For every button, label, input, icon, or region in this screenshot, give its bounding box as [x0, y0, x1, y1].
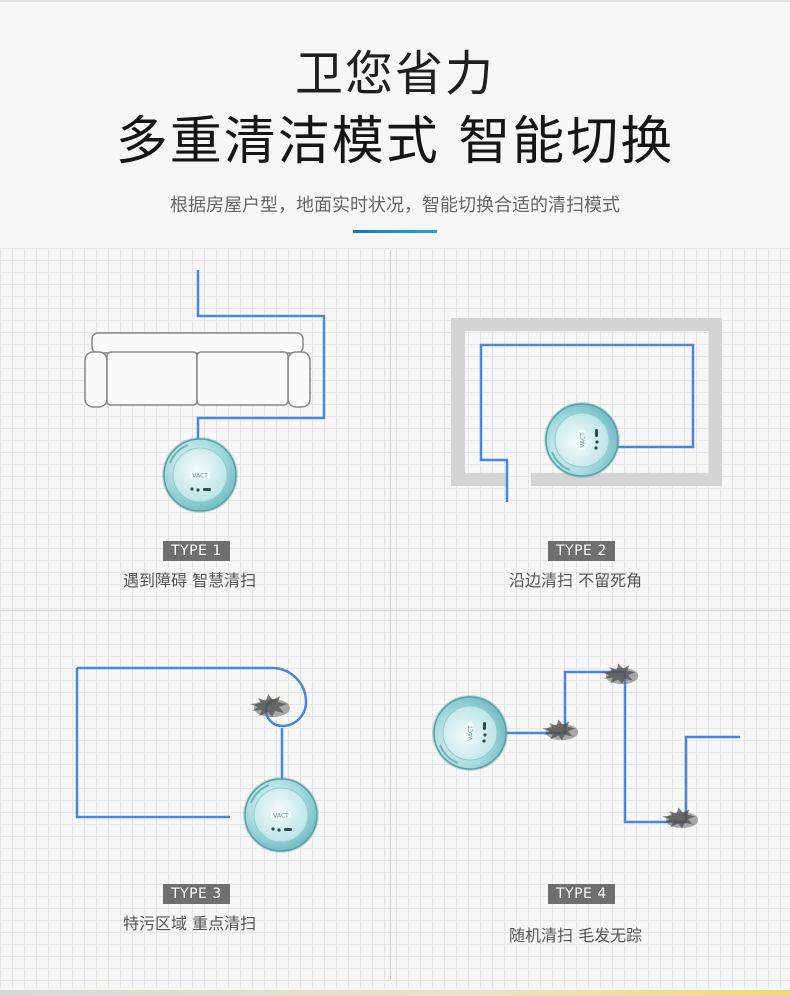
horizontal-divider — [0, 610, 790, 611]
grid-background — [0, 248, 790, 988]
subtitle: 根据房屋户型，地面实时状况，智能切换合适的清扫模式 — [170, 195, 620, 216]
type-1-caption: 遇到障碍 智慧清扫 — [123, 571, 257, 590]
title-line-2: 多重清洁模式 智能切换 — [115, 112, 675, 172]
type-3-caption: 特污区域 重点清扫 — [123, 914, 257, 933]
floor-strip — [0, 990, 790, 996]
type-2-tag: TYPE 2 — [548, 541, 615, 561]
vertical-divider — [390, 250, 391, 980]
accent-bar — [353, 230, 437, 233]
header: 卫您省力 多重清洁模式 智能切换 根据房屋户型，地面实时状况，智能切换合适的清扫… — [0, 44, 790, 218]
top-border-line — [0, 0, 790, 2]
type-2-caption: 沿边清扫 不留死角 — [509, 571, 643, 590]
type-1-tag: TYPE 1 — [163, 541, 230, 561]
type-4-tag: TYPE 4 — [548, 884, 615, 904]
type-3-tag: TYPE 3 — [163, 884, 230, 904]
type-4-caption: 随机清扫 毛发无踪 — [509, 926, 643, 945]
title-line-1: 卫您省力 — [294, 46, 495, 102]
